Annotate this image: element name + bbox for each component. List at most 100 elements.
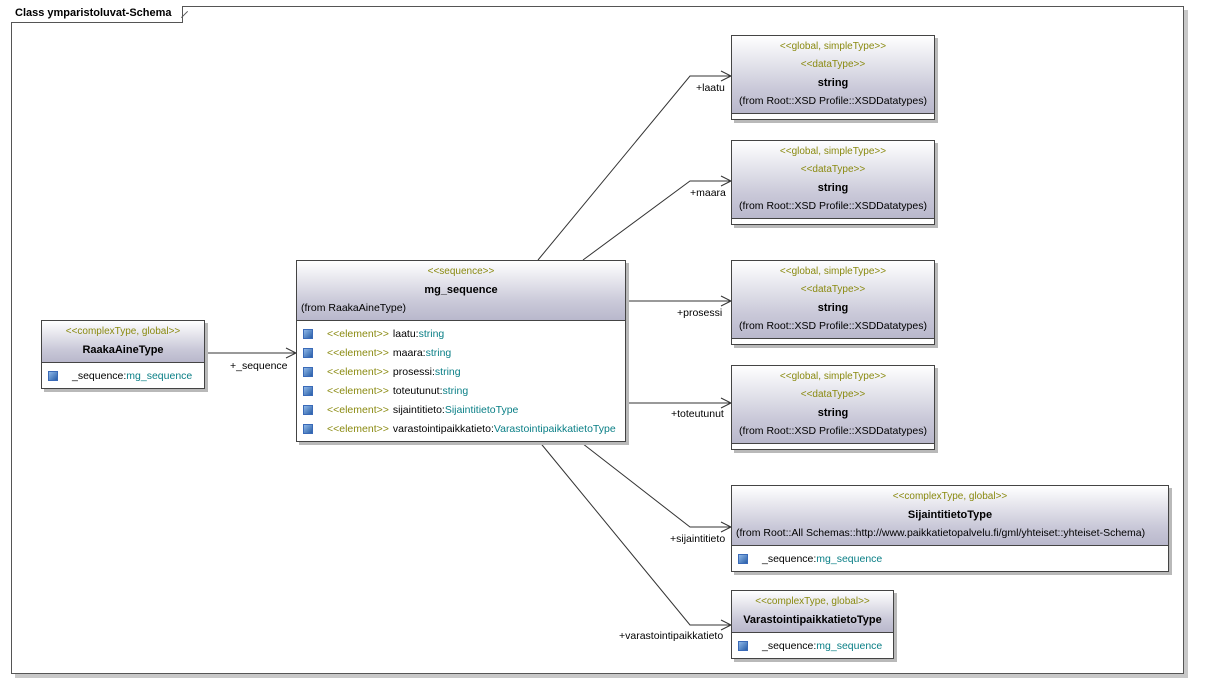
class-origin: (from Root::XSD Profile::XSDDatatypes): [739, 95, 927, 107]
attribute-type: SijaintitietoType: [444, 403, 519, 416]
attribute-stereotype: <<element>>: [327, 346, 389, 359]
attribute-row[interactable]: <<element>> toteutunut: string: [301, 381, 621, 400]
class-header: <<global, simpleType>> <<dataType>> stri…: [732, 36, 934, 114]
attribute-name: laatu:: [392, 327, 419, 340]
assoc-maara: [582, 180, 731, 261]
class-name: string: [817, 77, 849, 89]
empty-compartment: [732, 444, 934, 449]
attribute-stereotype: <<element>>: [327, 327, 389, 340]
class-origin: (from Root::All Schemas::http://www.paik…: [736, 527, 1146, 539]
role-maara: +maara: [690, 187, 726, 199]
class-header: <<complexType, global>> Varastointipaikk…: [732, 591, 893, 633]
class-string-toteutunut[interactable]: <<global, simpleType>> <<dataType>> stri…: [731, 365, 935, 450]
class-name: VarastointipaikkatietoType: [743, 614, 882, 626]
attribute-type: string: [442, 384, 469, 397]
class-string-maara[interactable]: <<global, simpleType>> <<dataType>> stri…: [731, 140, 935, 225]
stereotype-label: <<complexType, global>>: [65, 326, 181, 337]
attribute-row[interactable]: <<element>> prosessi: string: [301, 362, 621, 381]
stereotype-label: <<global, simpleType>>: [779, 41, 887, 52]
attribute-stereotype: <<element>>: [327, 422, 389, 435]
stereotype-label: <<sequence>>: [427, 266, 495, 277]
attribute-compartment: <<element>> laatu: string <<element>> ma…: [297, 321, 625, 441]
role-toteutunut: +toteutunut: [671, 408, 724, 420]
attribute-compartment: _sequence: mg_sequence: [732, 633, 893, 658]
class-header: <<global, simpleType>> <<dataType>> stri…: [732, 261, 934, 339]
attribute-row[interactable]: <<element>> varastointipaikkatieto: Vara…: [301, 419, 621, 438]
attribute-type: mg_sequence: [126, 369, 193, 382]
attribute-icon: [303, 366, 313, 377]
role-varastointipaikkatieto: +varastointipaikkatieto: [619, 630, 724, 642]
class-mg-sequence[interactable]: <<sequence>> mg_sequence (from RaakaAine…: [296, 260, 626, 442]
attribute-icon: [48, 370, 58, 381]
attribute-icon: [303, 347, 313, 358]
attribute-type: mg_sequence: [816, 552, 883, 565]
attribute-row[interactable]: _sequence: mg_sequence: [46, 366, 200, 385]
class-string-prosessi[interactable]: <<global, simpleType>> <<dataType>> stri…: [731, 260, 935, 345]
class-origin: (from RaakaAineType): [301, 302, 407, 314]
attribute-stereotype: <<element>>: [327, 403, 389, 416]
attribute-name: maara:: [392, 346, 426, 359]
class-header: <<sequence>> mg_sequence (from RaakaAine…: [297, 261, 625, 321]
role-sijaintitieto: +sijaintitieto: [670, 533, 726, 545]
attribute-icon: [303, 404, 313, 415]
class-name: string: [817, 182, 849, 194]
attribute-stereotype: <<element>>: [327, 384, 389, 397]
class-name: SijaintitietoType: [907, 509, 993, 521]
attribute-type: string: [434, 365, 461, 378]
stereotype-label: <<dataType>>: [800, 284, 866, 295]
attribute-row[interactable]: _sequence: mg_sequence: [736, 549, 1164, 568]
attribute-row[interactable]: _sequence: mg_sequence: [736, 636, 889, 655]
assoc-sijaintitieto: [577, 439, 731, 528]
attribute-compartment: _sequence: mg_sequence: [732, 546, 1168, 571]
stereotype-label: <<complexType, global>>: [892, 491, 1008, 502]
class-origin: (from Root::XSD Profile::XSDDatatypes): [739, 320, 927, 332]
attribute-row[interactable]: <<element>> laatu: string: [301, 324, 621, 343]
class-varastointipaikkatietotype[interactable]: <<complexType, global>> Varastointipaikk…: [731, 590, 894, 659]
attribute-icon: [738, 553, 748, 564]
attribute-icon: [303, 423, 313, 434]
stereotype-label: <<global, simpleType>>: [779, 146, 887, 157]
attribute-row[interactable]: <<element>> maara: string: [301, 343, 621, 362]
class-header: <<global, simpleType>> <<dataType>> stri…: [732, 141, 934, 219]
role-sequence: +_sequence: [230, 360, 288, 372]
attribute-row[interactable]: <<element>> sijaintitieto: Sijaintitieto…: [301, 400, 621, 419]
class-origin: (from Root::XSD Profile::XSDDatatypes): [739, 425, 927, 437]
attribute-name: sijaintitieto:: [392, 403, 445, 416]
assoc-laatu: [537, 75, 731, 261]
empty-compartment: [732, 219, 934, 224]
class-header: <<complexType, global>> SijaintitietoTyp…: [732, 486, 1168, 546]
attribute-icon: [738, 640, 748, 651]
stereotype-label: <<global, simpleType>>: [779, 371, 887, 382]
attribute-name: _sequence:: [72, 369, 127, 382]
attribute-name: varastointipaikkatieto:: [392, 422, 494, 435]
assoc-varastointipaikkatieto: [537, 439, 731, 626]
stereotype-label: <<dataType>>: [800, 389, 866, 400]
stereotype-label: <<dataType>>: [800, 164, 866, 175]
class-name: RaakaAineType: [82, 344, 164, 356]
stereotype-label: <<global, simpleType>>: [779, 266, 887, 277]
class-raakaainetype[interactable]: <<complexType, global>> RaakaAineType _s…: [41, 320, 205, 389]
attribute-type: string: [418, 327, 445, 340]
empty-compartment: [732, 339, 934, 344]
role-prosessi: +prosessi: [677, 307, 723, 319]
class-header: <<complexType, global>> RaakaAineType: [42, 321, 204, 363]
attribute-icon: [303, 385, 313, 396]
stereotype-label: <<complexType, global>>: [755, 596, 870, 607]
empty-compartment: [732, 114, 934, 119]
class-name: string: [817, 407, 849, 419]
class-sijaintitietotype[interactable]: <<complexType, global>> SijaintitietoTyp…: [731, 485, 1169, 572]
diagram-title: Class ymparistoluvat-Schema: [11, 6, 183, 23]
class-header: <<global, simpleType>> <<dataType>> stri…: [732, 366, 934, 444]
attribute-compartment: _sequence: mg_sequence: [42, 363, 204, 388]
role-laatu: +laatu: [696, 82, 725, 94]
attribute-name: _sequence:: [762, 639, 817, 652]
stereotype-label: <<dataType>>: [800, 59, 866, 70]
class-origin: (from Root::XSD Profile::XSDDatatypes): [739, 200, 927, 212]
attribute-stereotype: <<element>>: [327, 365, 389, 378]
attribute-type: mg_sequence: [816, 639, 883, 652]
class-string-laatu[interactable]: <<global, simpleType>> <<dataType>> stri…: [731, 35, 935, 120]
class-name: mg_sequence: [424, 284, 498, 296]
attribute-name: _sequence:: [762, 552, 817, 565]
class-name: string: [817, 302, 849, 314]
attribute-name: toteutunut:: [392, 384, 443, 397]
